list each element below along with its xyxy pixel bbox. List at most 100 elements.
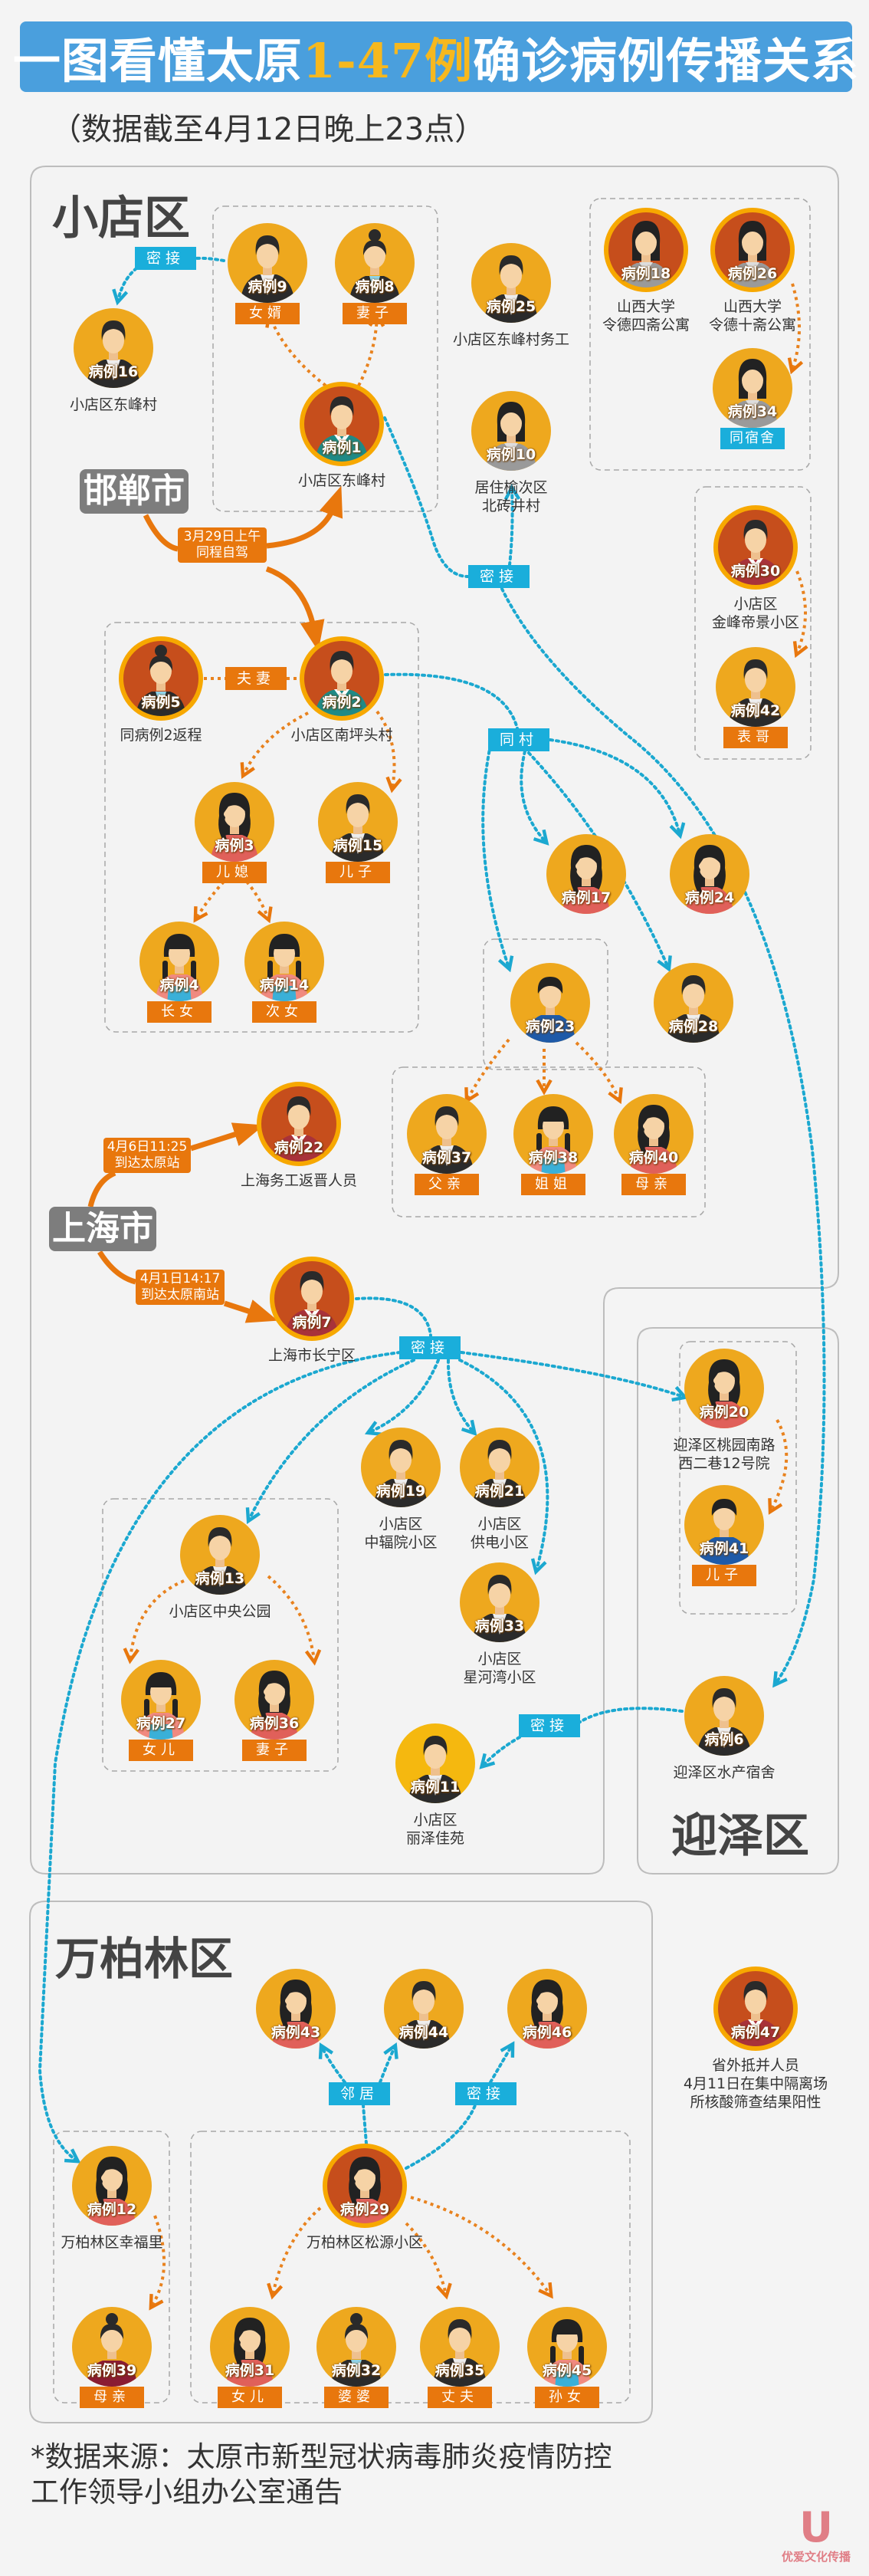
relation-tag: 女婿	[235, 303, 300, 324]
boy-avatar-icon	[510, 963, 590, 1043]
case-label: 病例35	[434, 2362, 485, 2379]
woman-long-avatar-icon	[684, 1349, 764, 1428]
woman-grey-avatar-icon	[471, 391, 551, 471]
caption-line: 供电小区	[470, 1534, 529, 1551]
contact-link	[118, 267, 138, 301]
family-link	[467, 1038, 510, 1099]
case-location: 小店区东峰村	[253, 472, 431, 490]
caption-line: 小店区	[477, 1516, 522, 1533]
case-location: 小店区南坪头村	[253, 726, 431, 744]
family-link	[270, 316, 327, 387]
woman-long-avatar-icon	[195, 782, 274, 862]
man-suit-avatar-icon	[460, 1428, 539, 1507]
case-location: 万柏林区松源小区	[276, 2233, 454, 2252]
case-node-28: 病例28	[651, 960, 736, 1046]
case-label: 病例41	[699, 1540, 749, 1557]
group-box	[392, 1066, 706, 1217]
case-label: 病例31	[225, 2362, 275, 2379]
panel-xiaodian	[30, 166, 839, 1875]
case-label: 病例18	[621, 265, 671, 282]
case-label: 病例47	[730, 2024, 781, 2041]
caption-line: 令德十斋公寓	[708, 317, 796, 334]
case-location: 小店区供电小区	[411, 1515, 589, 1552]
panel-yingze	[637, 1327, 839, 1875]
relation-tag: 儿媳	[202, 862, 267, 883]
relation-tag: 妻子	[343, 303, 407, 324]
case-label: 病例22	[274, 1139, 324, 1156]
case-label: 病例46	[522, 2024, 572, 2041]
case-label: 病例9	[248, 278, 287, 295]
man-suit-avatar-icon	[684, 1676, 764, 1756]
case-label: 病例26	[727, 265, 778, 282]
man-suit-avatar-icon	[228, 223, 307, 303]
family-link	[267, 1575, 314, 1661]
contact-link	[549, 738, 680, 834]
case-label: 病例17	[561, 889, 612, 906]
travel-route	[97, 1250, 136, 1285]
case-location: 上海市长宁区	[223, 1346, 401, 1365]
contact-link	[405, 2104, 477, 2170]
boy-avatar-icon	[684, 1485, 764, 1565]
contact-link	[489, 2045, 512, 2084]
woman-long-avatar-icon	[614, 1094, 694, 1174]
caption-line: 小店区	[379, 1516, 423, 1533]
caption-line: 山西大学	[616, 298, 675, 315]
caption-line: 小店区	[733, 596, 778, 613]
case-location: 山西大学令德十斋公寓	[664, 297, 841, 334]
relation-tag: 长女	[147, 1001, 212, 1023]
case-label: 病例23	[525, 1018, 576, 1035]
man-suit-avatar-icon	[716, 647, 795, 727]
woman-grey-avatar-icon	[710, 208, 795, 292]
contact-link	[500, 587, 826, 1684]
caption-line: 迎泽区桃园南路	[673, 1437, 776, 1454]
contact-link	[483, 1736, 521, 1766]
case-label: 病例29	[339, 2201, 390, 2218]
girl-avatar-icon	[244, 922, 324, 1001]
girl-avatar-icon	[527, 2307, 607, 2387]
case-label: 病例42	[730, 702, 781, 719]
caption-line: 丽泽佳苑	[405, 1830, 464, 1847]
city-label-shanghai: 上海市	[49, 1207, 156, 1251]
case-location: 山西大学令德四斋公寓	[557, 297, 735, 334]
case-label: 病例15	[333, 837, 383, 854]
caption-line: 令德四斋公寓	[602, 317, 690, 334]
contact-link	[38, 1351, 402, 2160]
man-suit-avatar-icon	[74, 308, 153, 388]
case-location: 万柏林区幸福里	[23, 2233, 201, 2252]
case-node-22: 病例22 上海务工返晋人员	[241, 1081, 357, 1189]
contact-link	[355, 1296, 432, 1337]
caption-line: 北砖井村	[481, 498, 540, 514]
case-label: 病例34	[727, 403, 778, 420]
edge-label: 密接	[519, 1714, 580, 1737]
relation-tag: 母亲	[80, 2387, 144, 2408]
contact-link	[460, 1351, 684, 1397]
relation-tag: 姐姐	[521, 1174, 585, 1195]
case-label: 病例16	[88, 363, 139, 380]
contact-link	[446, 1359, 474, 1432]
family-link	[196, 880, 225, 918]
group-box	[190, 2131, 631, 2404]
travel-route	[223, 1300, 278, 1323]
man-suit-avatar-icon	[384, 1969, 464, 2049]
caption-line: 上海务工返晋人员	[240, 1172, 357, 1189]
caption-line: 小店区	[477, 1651, 522, 1668]
group-box	[212, 205, 438, 512]
family-link	[375, 710, 395, 788]
case-node-18: 病例18 山西大学令德四斋公寓	[602, 207, 690, 334]
region-title-wanbailin: 万柏林区	[55, 1933, 234, 1985]
girl-avatar-icon	[121, 1660, 201, 1740]
